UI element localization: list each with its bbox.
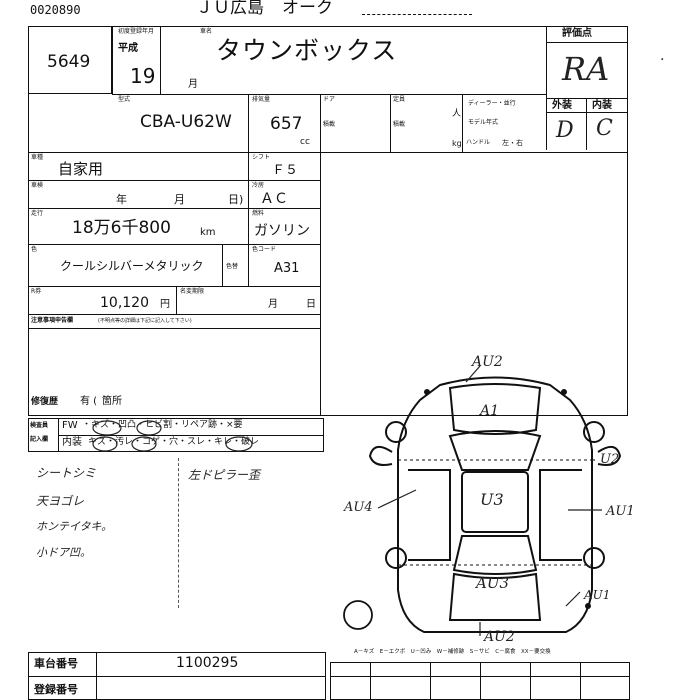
model-year-label: モデル年式 [468,119,499,126]
recycle-deadline-label: 名変期限 [180,288,205,295]
auction-suffix: オーク [282,0,333,18]
mileage-unit: km [200,227,216,238]
notes-sub: (不明点等の詳細は下記に記入して下さい) [98,318,192,324]
model-code: CBA-U62W [140,112,232,132]
mark-rear: AU3 [476,574,510,592]
color-code-label: 色コード [252,246,277,253]
mileage-label: 走行 [31,210,44,217]
kg-unit: kg [452,139,462,148]
usage: 自家用 [58,160,104,178]
fw-label: FW [62,420,78,431]
equipment-line: ・キズ・凹凸・ヒビ割・リペア跡・×要 [82,420,243,430]
capacity-label: 定員 [393,96,406,103]
interior-grade: C [596,116,613,141]
repair-history-tail: 箇所 [102,396,122,407]
mark-right-mid: AU1 [606,504,635,519]
note-line-3: ホンテイタキ。 [36,520,113,533]
interior-items: キズ・汚レ・コゲ・穴・スレ・キレ・破レ [88,437,260,447]
equipment-circles [92,420,253,452]
handle-label: ハンドル [466,139,491,146]
shift-label: シフト [252,154,271,161]
color-code: A31 [274,261,300,276]
car-damage-diagram [343,365,622,636]
capacity-unit: 人 [452,109,462,119]
evaluation-label: 評価点 [562,28,592,39]
inspection-year: 年 [116,193,127,206]
yen-unit: 円 [160,299,170,310]
mileage: 18万6千800 [72,218,171,238]
interior-label: 内装 [592,100,612,111]
repair-history-label: 修復歴 [31,397,59,407]
exterior-grade: D [556,118,574,143]
displacement: 657 [270,114,303,134]
recycle-day: 日 [306,299,316,310]
color-label: 色 [31,246,38,253]
recycle-label: R券 [31,288,42,295]
note-line-1: シートシミ [36,466,97,480]
header-underline [362,14,472,15]
loading-label: 積載 [393,121,406,128]
notes-label: 注意事項申告欄 [31,317,74,324]
inspection-label: 車検 [31,182,44,189]
cc-unit: cc [300,137,310,147]
mark-roof: U3 [480,490,504,509]
mark-left-side: AU4 [344,500,373,515]
entry-label: 記入欄 [30,436,49,443]
chassis-number: 1100295 [176,655,239,671]
car-name: タウンボックス [216,36,398,65]
note-line-2: 天ヨゴレ [36,494,85,508]
lot-number-box [28,26,112,94]
load-label: 積載 [323,121,336,128]
fuel: ガソリン [254,223,310,239]
usage-label: 車種 [31,154,44,161]
interior-line-label: 内装 [62,437,82,448]
registration-number-label: 登録番号 [34,683,78,696]
door-label: ドア [323,96,336,103]
chassis-label: 車台番号 [34,657,78,670]
ac: ＡＣ [260,191,288,207]
first-registration-label: 初度登録年月 [118,28,155,35]
color-change-label: 色替 [226,263,239,270]
displacement-label: 排気量 [252,96,271,103]
recycle-month: 月 [268,299,278,310]
sheet-frame [28,26,628,416]
mark-bottom: AU2 [484,629,515,645]
top-left-code: 0020890 [30,3,81,17]
mark-right-front: U2 [600,452,620,467]
damage-legend: A－キズ E－エクボ U－凹み W－補修跡 S－サビ C－腐食 XX－要交換 [354,649,551,655]
shift: Ｆ５ [272,163,299,178]
lot-number: 5649 [47,52,91,72]
mark-front: AU2 [472,354,503,370]
inspection-month: 月 [174,193,185,206]
mark-right-rear: AU1 [584,588,611,602]
evaluation-score: RA [562,50,610,88]
repair-history: 有 ( [80,396,98,407]
mark-hood: A1 [480,403,500,419]
inspector-label: 検査員 [30,422,49,429]
note-line-4: 小ドア凹。 [36,546,91,559]
era-label: 平成 [118,43,138,54]
stray-dot: · [660,52,665,68]
registration-year: 19 [130,64,156,88]
recycle-amount: 10,120 [100,295,149,311]
exterior-label: 外装 [552,100,572,111]
color: クールシルバーメタリック [60,259,204,273]
inspection-day: 日) [228,193,244,206]
handle-value: 左・右 [502,139,523,147]
car-name-label: 車名 [200,28,213,35]
model-label: 型式 [118,96,131,103]
dealer-label: ディーラー・並行 [468,100,516,107]
ac-label: 冷房 [252,182,265,189]
fuel-label: 燃料 [252,210,265,217]
month-unit: 月 [188,79,198,90]
note-right: 左ドピラー歪 [188,468,261,482]
auction-site: ＪＵ広島 [196,0,264,18]
